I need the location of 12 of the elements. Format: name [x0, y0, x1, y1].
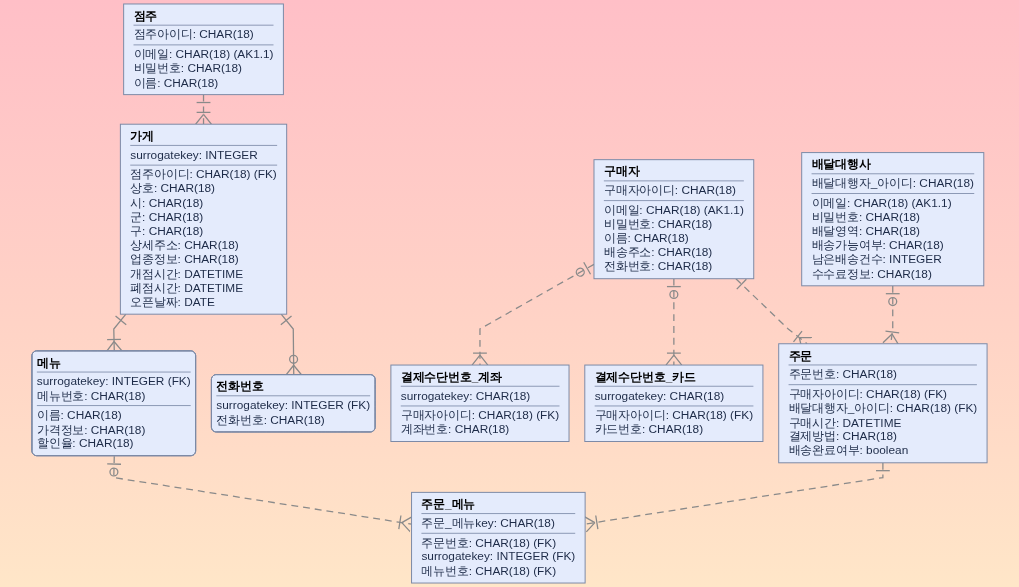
node-box: 결제수단번호_계좌 surrogatekey: CHAR(18) 구매자아이디: CHAR(18) (FK) 계좌번호: CHAR(18)	[390, 364, 570, 442]
node-box: 주문_메뉴 주문_메뉴key: CHAR(18) 주문번호: CHAR(18) (FK) surrogatekey: INTEGER (FK) 메뉴번호: CHAR(18) (FK)	[411, 491, 586, 584]
node-box: 배달대행사 배달대행자_아이디: CHAR(18) 이메일: CHAR(18) (AK1.1) 비밀번호: CHAR(18) 배달영역: CHAR(18) 배송가능여부: CHAR(18) 남은배송건수: INTEGER 수수료정보: CHAR(18)	[801, 152, 985, 287]
node-box: 구매자 구매자아이디: CHAR(18) 이메일: CHAR(18) (AK1.1) 비밀번호: CHAR(18) 이름: CHAR(18) 배송주소: CHAR(18) 전화번호: CHAR(18)	[593, 159, 755, 280]
node-box: 주문 주문번호: CHAR(18) 구매자아이디: CHAR(18) (FK) 배달대행자_아이디: CHAR(18) (FK) 구매시간: DATETIME 결제방법: CHAR(18) 배송완료여부: boolean	[778, 343, 988, 464]
connector	[195, 94, 213, 125]
connector	[280, 313, 303, 376]
connector	[471, 261, 595, 366]
node-box: 결제수단번호_카드 surrogatekey: CHAR(18) 구매자아이디: CHAR(18) (FK) 카드번호: CHAR(18)	[584, 364, 764, 442]
node-box: 가게 surrogatekey: INTEGER 점주아이디: CHAR(18) (FK) 상호: CHAR(18) 시: CHAR(18) 군: CHAR(18) 구: CHAR(18) 상세주소: CHAR(18) 업종정보: CHAR(18) 개점시간: DATETIME 폐점시간: DATETIME 오픈날짜: DATE	[119, 123, 288, 315]
connector	[665, 278, 683, 366]
node-box: 점주 점주아이디: CHAR(18) 이메일: CHAR(18) (AK1.1) 비밀번호: CHAR(18) 이름: CHAR(18)	[123, 3, 284, 96]
